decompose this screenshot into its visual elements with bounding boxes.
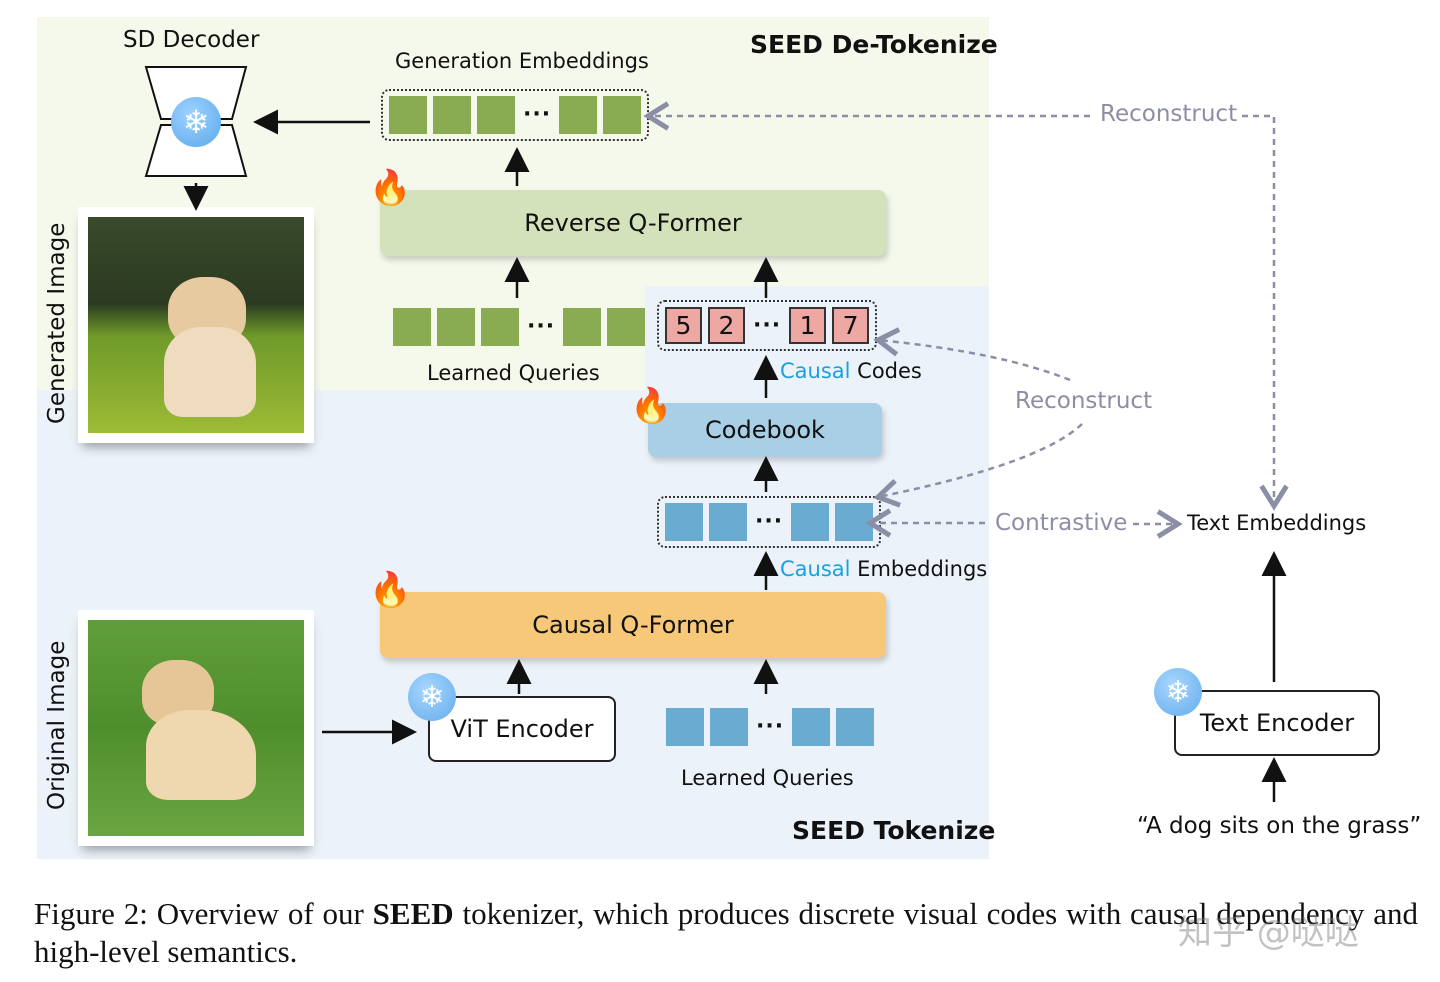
- tokenize-title: SEED Tokenize: [792, 816, 996, 845]
- snowflake-icon: ❄: [408, 673, 456, 721]
- query-token: [393, 308, 431, 346]
- generation-embeddings-label: Generation Embeddings: [395, 49, 649, 73]
- sd-decoder-label: SD Decoder: [123, 27, 260, 53]
- vit-encoder-block: ViT Encoder: [428, 696, 616, 762]
- contrastive-loss-label: Contrastive: [995, 510, 1128, 536]
- original-image: [88, 620, 304, 836]
- reconstruct-loss-top-label: Reconstruct: [1100, 101, 1238, 127]
- learned-queries-bottom-group: ···: [666, 708, 875, 746]
- code-token: 1: [789, 307, 827, 344]
- generation-token: [559, 96, 598, 134]
- query-token: [792, 708, 831, 746]
- fire-icon: 🔥: [630, 386, 673, 426]
- codebook-block: Codebook: [648, 403, 882, 457]
- generated-image-frame: [78, 207, 314, 443]
- detokenize-title: SEED De-Tokenize: [750, 30, 998, 59]
- causal-word: Causal: [780, 557, 851, 581]
- dog-body-shape: [164, 327, 256, 417]
- caption-bold: SEED: [372, 896, 454, 931]
- snowflake-icon: ❄: [171, 97, 221, 147]
- generation-embeddings-group: ···: [381, 89, 650, 141]
- causal-codes-label: Causal Codes: [780, 359, 922, 383]
- embeddings-word: Embeddings: [850, 557, 988, 581]
- causal-codes-group: 5 2 ··· 1 7: [657, 300, 878, 351]
- query-token: [836, 708, 875, 746]
- query-token: [607, 308, 646, 346]
- ellipsis: ···: [755, 509, 784, 534]
- reverse-qformer-block: Reverse Q-Former: [380, 190, 886, 256]
- embedding-token: [709, 503, 747, 541]
- text-encoder-block: Text Encoder: [1174, 690, 1380, 756]
- dog-body-shape: [146, 710, 256, 800]
- code-token: 5: [665, 307, 702, 344]
- code-token: 2: [708, 307, 745, 344]
- original-image-frame: [78, 610, 314, 846]
- query-token: [437, 308, 475, 346]
- causal-word: Causal: [780, 359, 851, 383]
- reconstruct-loss-mid-label: Reconstruct: [1015, 388, 1153, 414]
- embedding-token: [791, 503, 830, 541]
- figure-caption: Figure 2: Overview of our SEED tokenizer…: [34, 895, 1418, 971]
- caption-suffix: tokenizer, which produces discrete visua…: [34, 896, 1418, 969]
- text-input-caption: “A dog sits on the grass”: [1137, 813, 1422, 839]
- causal-embeddings-label: Causal Embeddings: [780, 557, 987, 581]
- generated-image: [88, 217, 304, 433]
- causal-qformer-block: Causal Q-Former: [380, 592, 886, 658]
- caption-prefix: Figure 2: Overview of our: [34, 896, 373, 931]
- text-embeddings-label: Text Embeddings: [1187, 511, 1367, 535]
- embedding-token: [835, 503, 874, 541]
- watermark: 知乎 @哒哒: [1178, 913, 1359, 953]
- query-token: [666, 708, 704, 746]
- fire-icon: 🔥: [369, 570, 412, 610]
- generation-token: [477, 96, 515, 134]
- generation-token: [603, 96, 642, 134]
- learned-queries-top-label: Learned Queries: [427, 361, 600, 385]
- generation-token: [389, 96, 427, 134]
- query-token: [481, 308, 519, 346]
- generated-image-label: Generated Image: [44, 222, 70, 424]
- learned-queries-bottom-label: Learned Queries: [681, 766, 854, 790]
- reconstruct-arrow-to-text: [1242, 114, 1289, 511]
- snowflake-icon: ❄: [1154, 668, 1202, 716]
- embedding-token: [665, 503, 703, 541]
- ellipsis: ···: [753, 312, 782, 338]
- ellipsis: ···: [523, 102, 552, 127]
- query-token: [710, 708, 748, 746]
- code-token: 7: [832, 307, 870, 344]
- query-token: [563, 308, 602, 346]
- causal-embeddings-group: ···: [657, 496, 882, 548]
- original-image-label: Original Image: [44, 640, 70, 810]
- fire-icon: 🔥: [369, 168, 412, 208]
- generation-token: [433, 96, 471, 134]
- ellipsis: ···: [756, 714, 785, 739]
- learned-queries-top-group: ···: [393, 308, 646, 346]
- ellipsis: ···: [527, 314, 556, 339]
- codes-word: Codes: [850, 359, 922, 383]
